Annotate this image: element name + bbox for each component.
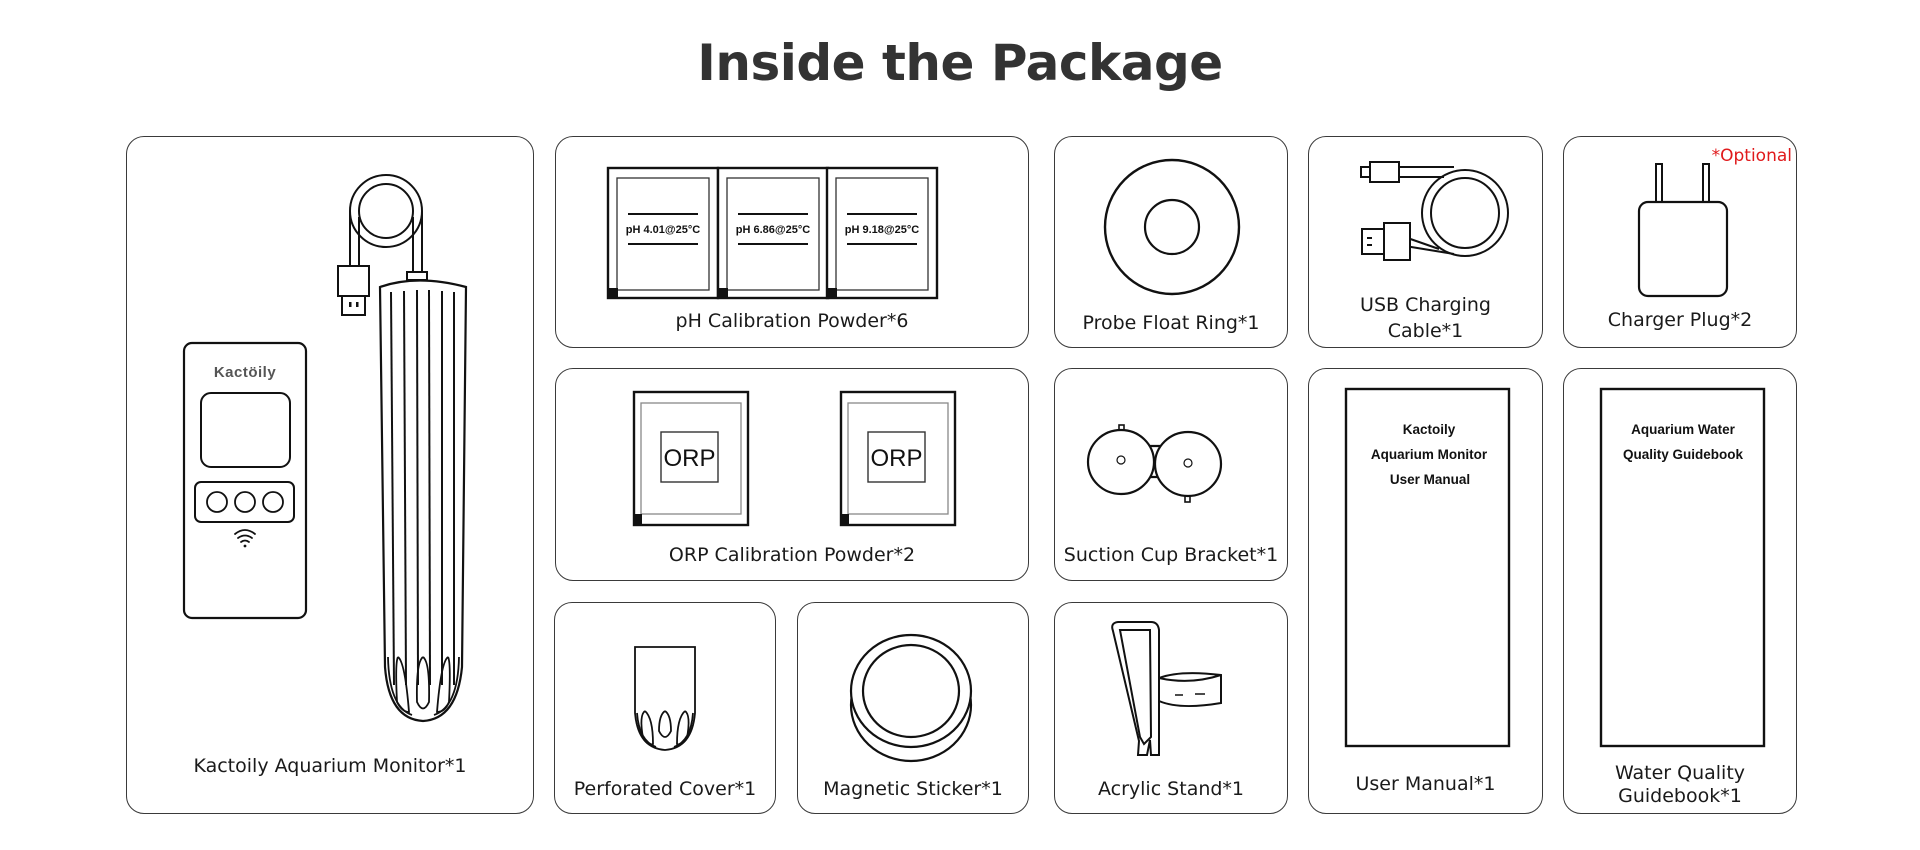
suction-cup-bracket-icon bbox=[1086, 424, 1223, 503]
orp-packet-label: ORP bbox=[870, 445, 922, 472]
item-label-float-ring: Probe Float Ring*1 bbox=[1082, 312, 1260, 334]
item-label-suction-bracket: Suction Cup Bracket*1 bbox=[1063, 544, 1279, 566]
ph-packet-label: pH 9.18@25°C bbox=[845, 224, 919, 236]
item-card-orp-powder: ORP ORP ORP Calibration Powder*2 bbox=[555, 368, 1029, 581]
label-line: USB Charging bbox=[1360, 294, 1491, 316]
item-card-float-ring: Probe Float Ring*1 bbox=[1054, 136, 1288, 348]
usb-cable-icon bbox=[1360, 161, 1509, 261]
item-card-magnetic-sticker: Magnetic Sticker*1 bbox=[797, 602, 1029, 814]
orp-packet-icons: ORP ORP bbox=[632, 390, 957, 527]
aquarium-monitor-icon: Kactöily bbox=[182, 174, 468, 723]
manual-cover-line: Kactoily bbox=[1403, 422, 1456, 437]
item-card-user-manual: Kactoily Aquarium Monitor User Manual Us… bbox=[1308, 368, 1543, 814]
optional-badge: *Optional bbox=[1711, 146, 1792, 166]
item-label-user-manual: User Manual*1 bbox=[1355, 773, 1496, 795]
page-title: Inside the Package bbox=[697, 34, 1223, 92]
ph-packet: pH 6.86@25°C bbox=[716, 166, 830, 300]
charger-plug-icon bbox=[1637, 163, 1729, 298]
manual-cover-line: User Manual bbox=[1390, 472, 1470, 487]
label-line: Water Quality bbox=[1614, 762, 1746, 784]
item-card-ph-powder: pH 4.01@25°C pH 6.86@25°C pH 9.18@25°C pH … bbox=[555, 136, 1029, 348]
item-label-charger-plug: Charger Plug*2 bbox=[1607, 309, 1753, 331]
wifi-icon bbox=[234, 529, 256, 548]
orp-packet-label: ORP bbox=[663, 445, 715, 472]
guidebook-booklet-icon: Aquarium Water Quality Guidebook bbox=[1599, 387, 1766, 748]
orp-packet: ORP bbox=[839, 390, 957, 527]
item-card-monitor: Kactöily bbox=[126, 136, 534, 814]
ph-packet: pH 9.18@25°C bbox=[825, 166, 939, 300]
manual-cover-line: Aquarium Monitor bbox=[1371, 447, 1488, 462]
item-card-usb-cable: USB Charging Cable*1 bbox=[1308, 136, 1543, 348]
item-label-usb-cable: USB Charging Cable*1 bbox=[1309, 292, 1542, 344]
guidebook-cover-line: Quality Guidebook bbox=[1623, 447, 1744, 462]
item-card-acrylic-stand: Acrylic Stand*1 bbox=[1054, 602, 1288, 814]
ph-packet: pH 4.01@25°C bbox=[606, 166, 720, 300]
item-label-guidebook: Water Quality Guidebook*1 bbox=[1564, 762, 1796, 808]
orp-packet: ORP bbox=[632, 390, 750, 527]
item-card-perforated-cover: Perforated Cover*1 bbox=[554, 602, 776, 814]
magnetic-sticker-icon bbox=[849, 633, 973, 763]
item-label-magnetic-sticker: Magnetic Sticker*1 bbox=[823, 778, 1003, 800]
item-card-guidebook: Aquarium Water Quality Guidebook Water Q… bbox=[1563, 368, 1797, 814]
float-ring-icon bbox=[1103, 158, 1241, 296]
label-line: Guidebook*1 bbox=[1618, 785, 1742, 807]
acrylic-stand-icon bbox=[1111, 621, 1222, 756]
perforated-cover-icon bbox=[634, 646, 696, 751]
item-card-charger-plug: *Optional Charger Plug*2 bbox=[1563, 136, 1797, 348]
item-label-monitor: Kactoily Aquarium Monitor*1 bbox=[193, 755, 467, 777]
ph-packet-label: pH 4.01@25°C bbox=[626, 224, 700, 236]
device-brand-text: Kactöily bbox=[214, 364, 277, 381]
ph-packet-label: pH 6.86@25°C bbox=[736, 224, 810, 236]
label-line: Cable*1 bbox=[1387, 320, 1464, 342]
item-card-suction-bracket: Suction Cup Bracket*1 bbox=[1054, 368, 1288, 581]
item-label-orp-powder: ORP Calibration Powder*2 bbox=[668, 544, 916, 566]
guidebook-cover-line: Aquarium Water bbox=[1631, 422, 1736, 437]
item-label-perforated-cover: Perforated Cover*1 bbox=[573, 778, 757, 800]
user-manual-booklet-icon: Kactoily Aquarium Monitor User Manual bbox=[1344, 387, 1511, 748]
ph-packet-icons: pH 4.01@25°C pH 6.86@25°C pH 9.18@25°C bbox=[606, 166, 939, 300]
item-label-ph-powder: pH Calibration Powder*6 bbox=[675, 310, 909, 332]
item-label-acrylic-stand: Acrylic Stand*1 bbox=[1097, 778, 1245, 800]
